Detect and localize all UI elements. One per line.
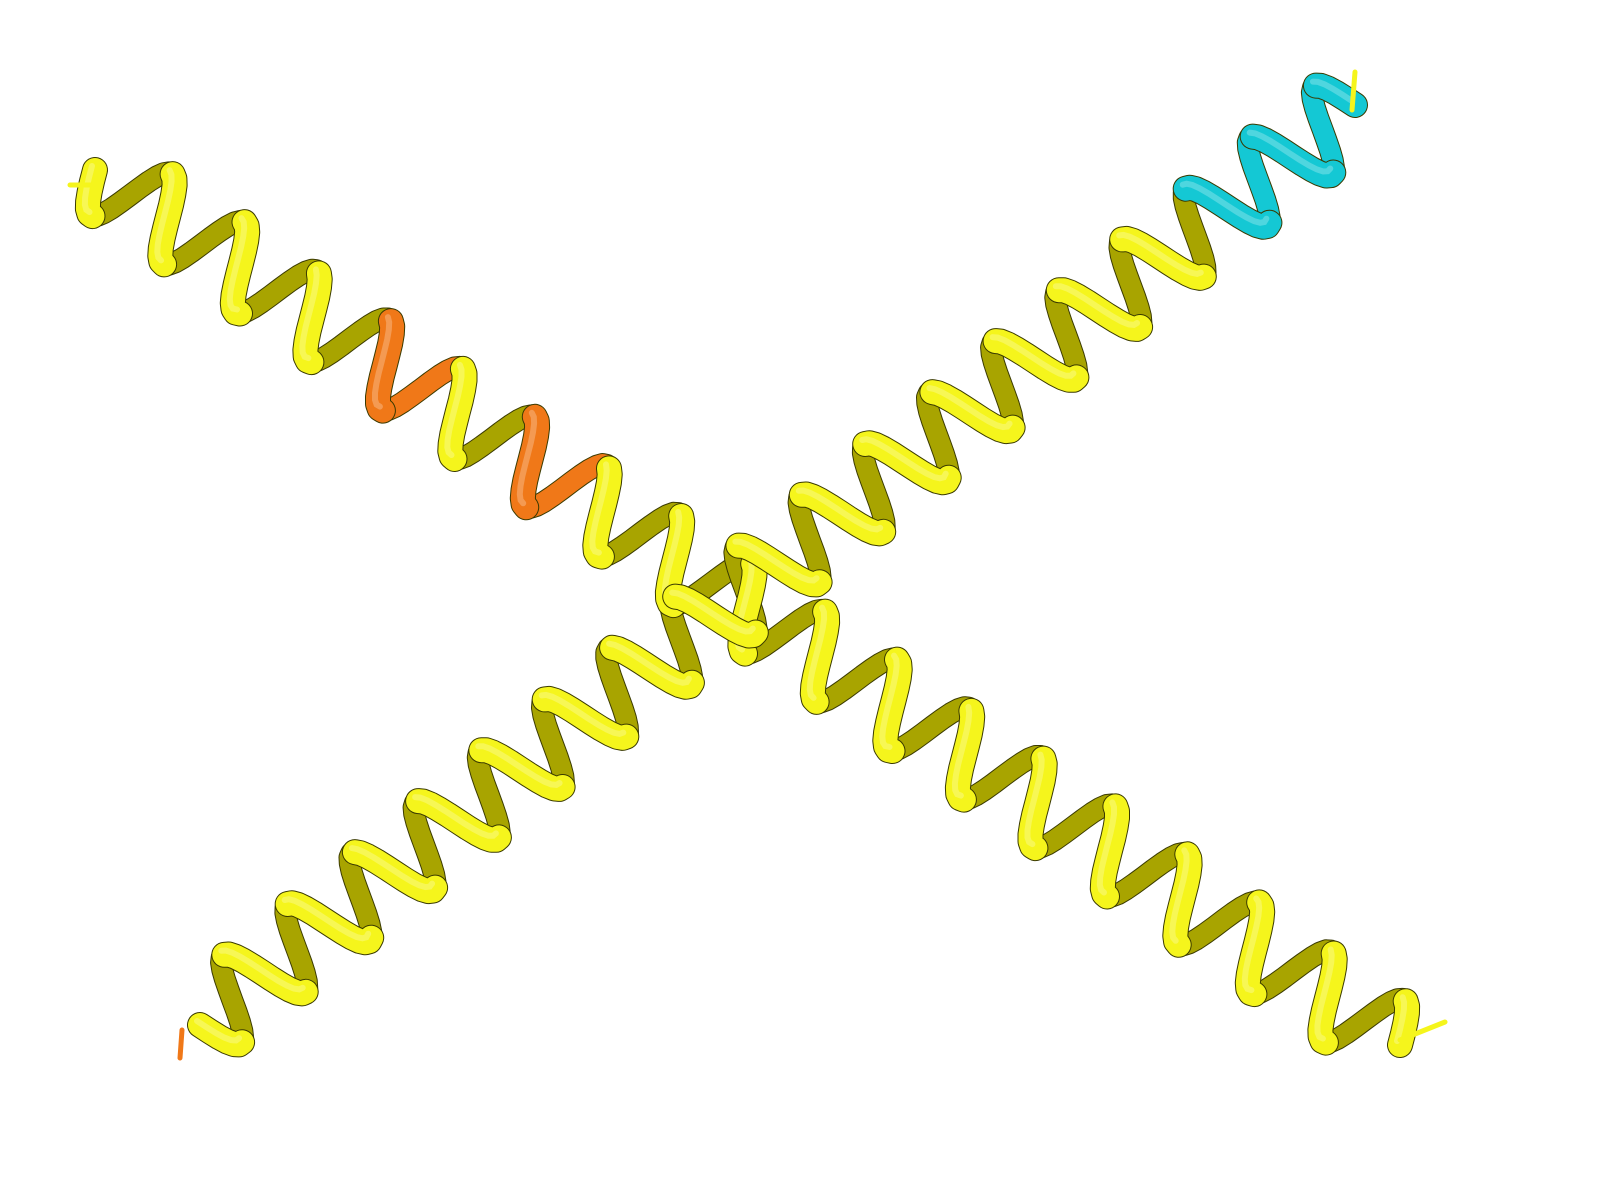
helix-a-ribbon-highlight	[589, 461, 610, 556]
helix-a-ribbon-highlight	[1096, 799, 1117, 896]
helix-b-ribbon	[983, 329, 1089, 392]
helix-b-ribbon-highlight	[281, 896, 372, 942]
helix-a-ribbon-highlight	[806, 604, 828, 701]
helix-a-ribbon	[1090, 794, 1129, 909]
helix-b-ribbon	[1173, 175, 1282, 239]
helix-b-ribbon	[1240, 124, 1346, 188]
helix-a-ribbon-highlight	[81, 163, 95, 216]
helix-b-ribbon	[212, 942, 318, 1006]
helix-b-ribbon-highlight	[795, 487, 884, 533]
helix-b-ribbon	[1110, 226, 1216, 290]
helix-a-ribbon	[1163, 842, 1202, 957]
helix-a-ribbon	[1388, 989, 1420, 1057]
helix-b-ribbon	[275, 891, 384, 955]
helix-b-ribbon	[532, 686, 639, 750]
helix-a-ribbon	[366, 309, 405, 423]
helix-b-ribbon	[406, 789, 511, 852]
helix-b-ribbon-highlight	[538, 691, 627, 738]
helix-b-ribbon	[920, 380, 1025, 444]
helix-b-ribbon	[853, 431, 961, 495]
helix-a-front-strands	[67, 157, 1448, 1058]
helix-a-c-terminus	[1397, 1019, 1448, 1043]
helix-a-ribbon	[945, 698, 985, 812]
helix-b-ribbon	[1303, 73, 1367, 117]
helix-b-ribbon	[726, 533, 832, 597]
helix-a-ribbon	[293, 261, 332, 375]
helix-a-ribbon-highlight	[1394, 994, 1408, 1044]
helix-a-ribbon	[438, 356, 477, 471]
helix-b-ribbon-highlight	[412, 794, 499, 839]
helix-a-ribbon	[510, 404, 550, 520]
helix-b-ribbon	[1046, 278, 1153, 341]
helix-a-ribbon	[220, 210, 260, 326]
helix-a-ribbon	[75, 158, 107, 229]
helix-a-ribbon	[1235, 890, 1275, 1007]
helix-b-ribbon-highlight	[218, 947, 306, 993]
helix-a-ribbon-highlight	[1169, 847, 1190, 944]
helix-b-ribbon	[663, 584, 768, 648]
helix-a-ribbon	[873, 647, 912, 763]
helix-a-ribbon-highlight	[372, 314, 393, 410]
helix-a-ribbon-highlight	[1241, 895, 1263, 994]
helix-a-ribbon-highlight	[226, 215, 248, 313]
helix-front-layer	[67, 69, 1448, 1061]
helix-b-ribbon-highlight	[475, 743, 563, 788]
helix-b-ribbon-highlight	[1179, 180, 1270, 226]
helix-a-ribbon-highlight	[516, 409, 538, 507]
helix-b-ribbon-highlight	[669, 589, 756, 635]
helix-b-ribbon-highlight	[1052, 283, 1141, 328]
helix-b-ribbon-highlight	[989, 334, 1077, 379]
helix-b-ribbon-highlight	[1246, 129, 1334, 175]
helix-a-ribbon	[1308, 941, 1347, 1055]
helix-b-ribbon-highlight	[606, 640, 692, 686]
helix-a-ribbon-highlight	[154, 167, 175, 264]
helix-b-n-terminus	[177, 1027, 185, 1061]
helix-b-ribbon	[789, 482, 896, 546]
helix-b-c-terminus	[1349, 69, 1358, 113]
helix-b-ribbon	[188, 1013, 255, 1057]
helix-b-ribbon-highlight	[732, 538, 820, 584]
helix-a-ribbon	[728, 551, 767, 666]
helix-a-ribbon-highlight	[1314, 946, 1335, 1042]
helix-b-ribbon-highlight	[194, 1018, 243, 1044]
helix-a-ribbon-highlight	[444, 361, 465, 458]
helix-a-ribbon	[800, 599, 840, 714]
helix-b-ribbon	[469, 738, 575, 801]
helix-b-front-strands	[177, 69, 1368, 1061]
helix-b-ribbon-highlight	[859, 436, 949, 482]
helix-b-ribbon	[342, 840, 448, 904]
helix-b-ribbon	[600, 635, 704, 699]
helix-a-ribbon-highlight	[299, 266, 320, 362]
helix-a-ribbon-highlight	[1024, 751, 1045, 848]
helix-a-ribbon-highlight	[879, 652, 900, 750]
helix-a-ribbon	[148, 162, 187, 277]
helix-a-ribbon	[583, 456, 622, 569]
helix-b-ribbon-highlight	[1309, 78, 1355, 104]
helix-b-ribbon-highlight	[348, 845, 436, 891]
helix-b-ribbon-highlight	[926, 385, 1013, 431]
helix-a-ribbon-highlight	[951, 703, 973, 799]
helix-b-ribbon-highlight	[1116, 231, 1204, 278]
helix-a-ribbon	[1018, 746, 1057, 861]
